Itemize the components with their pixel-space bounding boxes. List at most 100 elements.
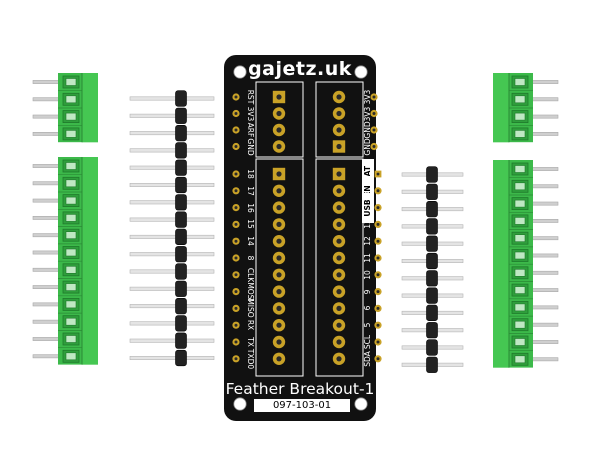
terminal-lead bbox=[32, 285, 61, 290]
terminal-screw-icon bbox=[65, 179, 77, 188]
terminal-lead bbox=[32, 337, 61, 341]
pad-drill bbox=[276, 356, 282, 362]
terminal-screw-icon bbox=[514, 95, 526, 104]
pad-drill bbox=[276, 188, 282, 194]
pin-header-left bbox=[129, 90, 215, 367]
pad-drill bbox=[336, 255, 342, 261]
terminal-lead bbox=[530, 253, 559, 258]
pad-drill bbox=[276, 171, 282, 177]
pad-drill bbox=[376, 340, 380, 344]
header-pin bbox=[129, 165, 215, 170]
pad-drill bbox=[234, 144, 238, 149]
terminal-lead bbox=[32, 132, 61, 136]
pad-drill bbox=[276, 339, 282, 345]
header-pin bbox=[129, 304, 215, 309]
header-plastic-segment bbox=[175, 332, 187, 349]
pad-drill bbox=[276, 127, 282, 133]
terminal-lead bbox=[530, 357, 559, 362]
pad-drill bbox=[376, 357, 380, 361]
pad-drill bbox=[336, 322, 342, 328]
pad-drill bbox=[234, 95, 238, 99]
header-plastic-segment bbox=[175, 107, 187, 124]
pcb-outline bbox=[224, 55, 376, 421]
pad-drill bbox=[336, 143, 342, 150]
header-plastic-segment bbox=[426, 270, 438, 287]
header-plastic-segment bbox=[175, 228, 187, 246]
silk-outline-bottom-left bbox=[255, 158, 304, 377]
terminal-lead bbox=[530, 201, 559, 206]
header-pin bbox=[129, 234, 215, 239]
terminal-lead bbox=[530, 184, 559, 189]
pcb bbox=[224, 55, 376, 421]
terminal-screw-icon bbox=[65, 231, 77, 239]
terminal-lead bbox=[530, 219, 559, 223]
pad-drill bbox=[372, 128, 376, 132]
terminal-lead bbox=[32, 250, 61, 255]
terminal-screw-icon bbox=[514, 199, 526, 208]
header-plastic-segment bbox=[175, 280, 187, 297]
header-pin bbox=[129, 355, 215, 360]
pad-drill bbox=[336, 110, 342, 117]
silk-outline-top-left bbox=[255, 81, 304, 158]
pad-drill bbox=[376, 189, 380, 193]
pad-drill bbox=[234, 357, 238, 361]
header-plastic-segment bbox=[426, 252, 438, 270]
pad-drill bbox=[276, 204, 282, 211]
pad-drill bbox=[276, 94, 282, 100]
header-plastic-segment bbox=[175, 246, 187, 263]
terminal-side bbox=[82, 157, 98, 365]
pad-drill bbox=[234, 128, 238, 132]
terminal-screw-icon bbox=[65, 196, 77, 205]
header-plastic-segment bbox=[175, 176, 187, 194]
pad-drill bbox=[336, 272, 342, 278]
terminal-screw-icon bbox=[514, 78, 526, 86]
header-plastic-segment bbox=[175, 211, 187, 228]
header-plastic-segment bbox=[426, 339, 438, 356]
terminal-screw-icon bbox=[65, 248, 77, 257]
terminal-lead bbox=[32, 233, 61, 238]
terminal-screw-icon bbox=[65, 335, 77, 343]
terminal-side bbox=[493, 160, 509, 368]
terminal-side bbox=[82, 73, 98, 143]
pad-drill bbox=[376, 172, 380, 176]
header-pin bbox=[129, 286, 215, 291]
pad-drill bbox=[276, 221, 282, 228]
pad-drill bbox=[336, 221, 342, 228]
terminal-screw-icon bbox=[514, 182, 526, 191]
pad-drill bbox=[376, 222, 380, 226]
terminal-screw-icon bbox=[65, 283, 77, 291]
terminal-lead bbox=[530, 340, 559, 344]
terminal-block-left-top bbox=[32, 73, 98, 143]
header-pin bbox=[129, 200, 215, 205]
pad-drill bbox=[234, 111, 238, 116]
header-plastic-segment bbox=[426, 166, 438, 183]
header-plastic-segment bbox=[426, 287, 438, 304]
pad-drill bbox=[376, 256, 380, 260]
header-pin bbox=[129, 217, 215, 222]
pin-header-right bbox=[401, 166, 464, 373]
terminal-lead bbox=[530, 167, 559, 171]
terminal-screw-icon bbox=[514, 303, 526, 312]
pad-drill bbox=[336, 127, 342, 133]
terminal-screw-icon bbox=[65, 95, 77, 104]
terminal-screw-icon bbox=[514, 338, 526, 346]
pad-drill bbox=[234, 222, 238, 226]
terminal-lead bbox=[32, 114, 61, 119]
terminal-side bbox=[493, 73, 509, 143]
pad-drill bbox=[234, 273, 238, 277]
mounting-hole-icon bbox=[233, 397, 247, 411]
terminal-screw-icon bbox=[514, 234, 526, 242]
pad-drill bbox=[336, 288, 342, 295]
pad-drill bbox=[376, 239, 380, 243]
terminal-block-right-bottom bbox=[493, 160, 559, 368]
silk-outline-top-right bbox=[315, 81, 364, 158]
pad-drill bbox=[276, 255, 282, 261]
terminal-screw-icon bbox=[514, 217, 526, 225]
header-plastic-segment bbox=[175, 263, 187, 280]
terminal-screw-icon bbox=[65, 265, 77, 274]
terminal-lead bbox=[530, 80, 559, 84]
header-pin bbox=[129, 338, 215, 343]
terminal-lead bbox=[530, 236, 559, 241]
pad-drill bbox=[234, 206, 238, 210]
mounting-hole-icon bbox=[233, 65, 247, 79]
